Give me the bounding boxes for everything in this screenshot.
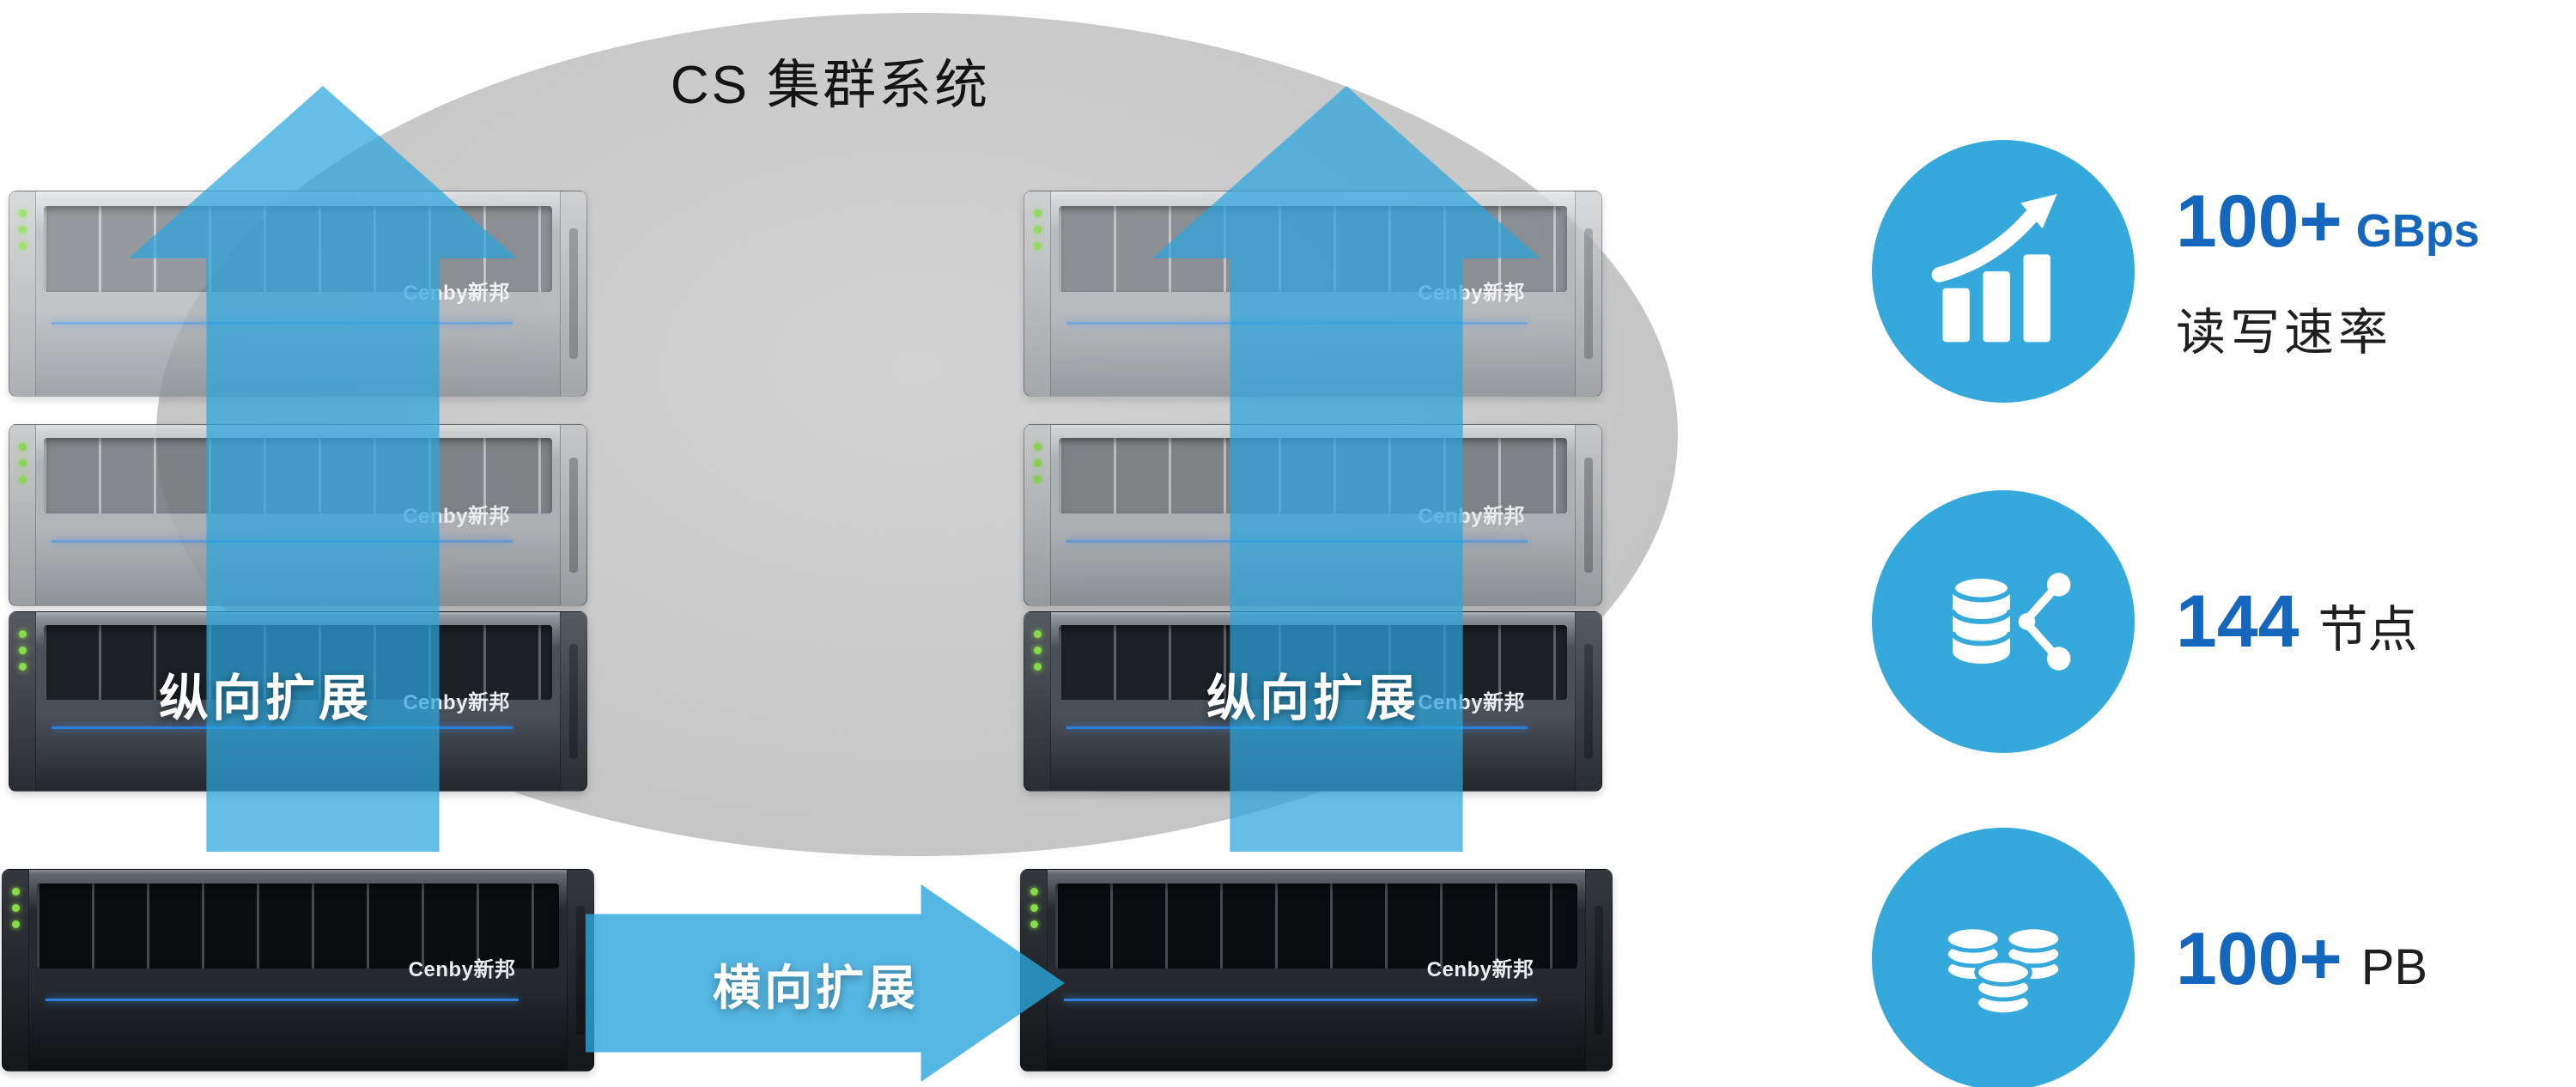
server-right-ear bbox=[1575, 191, 1601, 396]
stat-value: 144 bbox=[2176, 580, 2300, 663]
led-strip bbox=[45, 998, 519, 1001]
stat-text: 100+ GBps 读写速率 bbox=[2176, 179, 2480, 364]
stat-value: 100+ bbox=[2176, 917, 2342, 1000]
status-led bbox=[1033, 443, 1042, 451]
status-led bbox=[1030, 920, 1038, 928]
server-right-ear bbox=[560, 612, 586, 791]
status-led bbox=[18, 226, 27, 234]
stat-unit: PB bbox=[2360, 938, 2428, 995]
server-left-ear bbox=[9, 612, 36, 791]
growth-chart-icon bbox=[1872, 140, 2135, 403]
status-led bbox=[1033, 459, 1042, 467]
server-left-ear bbox=[1024, 425, 1051, 605]
server-right-ear bbox=[560, 425, 586, 605]
vertical-scale-label-right: 纵向扩展 bbox=[1206, 671, 1420, 726]
server-front-panel: Cenby新邦 bbox=[1048, 870, 1585, 1071]
server-left-ear bbox=[9, 425, 36, 605]
cluster-title: CS 集群系统 bbox=[670, 56, 991, 115]
status-led bbox=[18, 663, 27, 671]
server-right-ear bbox=[1575, 425, 1601, 605]
status-led bbox=[18, 459, 27, 467]
status-led bbox=[1030, 904, 1038, 912]
stat-unit: GBps bbox=[2355, 204, 2480, 257]
status-led bbox=[1033, 226, 1042, 234]
stat-text: 100+ PB bbox=[2176, 917, 2427, 1002]
brand-logo: Cenby新邦 bbox=[1426, 957, 1534, 981]
stat-value: 100+ bbox=[2176, 179, 2342, 263]
server-left-ear bbox=[1024, 612, 1051, 791]
server-left-ear bbox=[9, 191, 36, 396]
status-led bbox=[11, 920, 20, 928]
status-led bbox=[1033, 476, 1042, 483]
stat-text: 144 节点 bbox=[2176, 580, 2418, 665]
status-led bbox=[18, 210, 27, 217]
storage-capacity-icon bbox=[1872, 828, 2135, 1087]
drive-slots bbox=[37, 884, 559, 969]
status-led bbox=[1033, 663, 1042, 671]
status-led bbox=[18, 242, 27, 250]
status-led bbox=[18, 476, 27, 483]
status-led bbox=[11, 888, 20, 896]
server-right-ear bbox=[1575, 612, 1601, 791]
server-right-ear bbox=[1585, 870, 1612, 1071]
brand-logo: Cenby新邦 bbox=[408, 957, 516, 981]
status-led bbox=[1030, 888, 1038, 896]
stat-unit: 节点 bbox=[2318, 601, 2418, 658]
vertical-scale-label-left: 纵向扩展 bbox=[159, 671, 373, 726]
stat-description: 读写速率 bbox=[2176, 304, 2393, 361]
server-right-ear bbox=[560, 191, 586, 396]
stat-throughput: 100+ GBps 读写速率 bbox=[1872, 140, 2480, 403]
status-led bbox=[1033, 242, 1042, 250]
status-led bbox=[1033, 210, 1042, 217]
stat-nodes: 144 节点 bbox=[1872, 490, 2418, 753]
storage-node-left-base: Cenby新邦 bbox=[2, 869, 594, 1072]
status-led bbox=[1033, 647, 1042, 654]
stat-capacity: 100+ PB bbox=[1872, 828, 2427, 1087]
horizontal-scale-label: 横向扩展 bbox=[713, 961, 919, 1015]
status-led bbox=[1033, 630, 1042, 638]
server-front-panel: Cenby新邦 bbox=[29, 870, 567, 1071]
server-left-ear bbox=[1024, 191, 1051, 396]
drive-slots bbox=[1055, 884, 1577, 969]
database-nodes-icon bbox=[1872, 490, 2135, 753]
status-led bbox=[11, 904, 20, 912]
status-led bbox=[18, 443, 27, 451]
status-led bbox=[18, 630, 27, 638]
storage-node-right-base: Cenby新邦 bbox=[1020, 869, 1613, 1072]
status-led bbox=[18, 647, 27, 654]
server-left-ear bbox=[3, 870, 29, 1071]
led-strip bbox=[1063, 998, 1537, 1001]
